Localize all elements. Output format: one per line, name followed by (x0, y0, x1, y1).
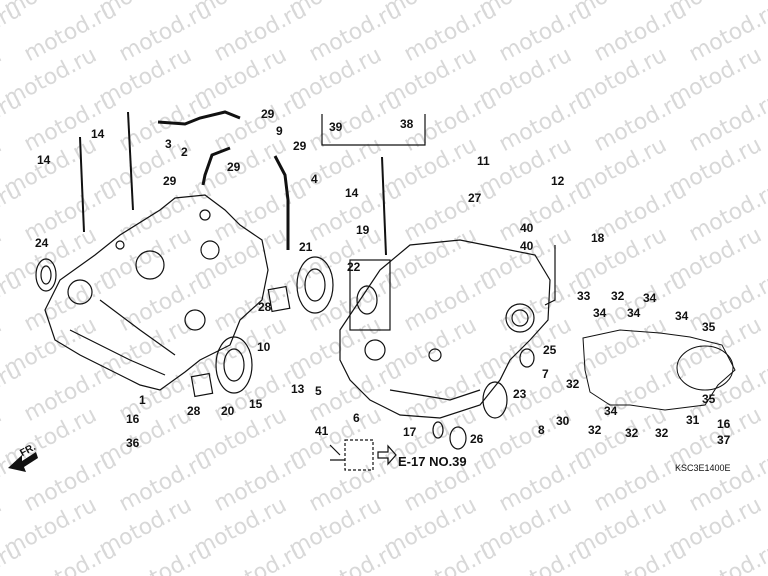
part-callout-9[interactable]: 9 (276, 124, 283, 138)
part-callout-21[interactable]: 21 (299, 240, 313, 254)
left-crankcase-half (44, 194, 269, 391)
crankcase-cover (582, 329, 736, 411)
part-callout-32[interactable]: 32 (566, 377, 580, 391)
part-callout-14[interactable]: 14 (345, 186, 359, 200)
part-callout-2[interactable]: 2 (181, 145, 188, 159)
part-callout-22[interactable]: 22 (347, 260, 361, 274)
part-callout-28[interactable]: 28 (258, 300, 272, 314)
part-callout-23[interactable]: 23 (513, 387, 527, 401)
part-callout-31[interactable]: 31 (686, 413, 700, 427)
part-callout-41[interactable]: 41 (315, 424, 329, 438)
part-callout-18[interactable]: 18 (591, 231, 605, 245)
part-callout-36[interactable]: 36 (126, 436, 140, 450)
part-callout-4[interactable]: 4 (311, 172, 318, 186)
part-callout-40[interactable]: 40 (520, 221, 534, 235)
part-callout-40[interactable]: 40 (520, 239, 534, 253)
part-callout-3[interactable]: 3 (165, 137, 172, 151)
part-callout-6[interactable]: 6 (353, 411, 360, 425)
part-callout-29[interactable]: 29 (261, 107, 275, 121)
part-callout-37[interactable]: 37 (717, 433, 731, 447)
part-callout-8[interactable]: 8 (538, 423, 545, 437)
part-callout-30[interactable]: 30 (556, 414, 570, 428)
part-callout-19[interactable]: 19 (356, 223, 370, 237)
part-callout-13[interactable]: 13 (291, 382, 305, 396)
part-callout-11[interactable]: 11 (477, 154, 490, 168)
part-callout-5[interactable]: 5 (315, 384, 322, 398)
part-callout-32[interactable]: 32 (655, 426, 669, 440)
part-callout-27[interactable]: 27 (468, 191, 482, 205)
part-callout-29[interactable]: 29 (293, 139, 307, 153)
diagram-code: KSC3E1400E (675, 463, 731, 473)
bearings-seals (35, 256, 535, 450)
front-direction-arrow (8, 452, 38, 472)
part-callout-24[interactable]: 24 (35, 236, 49, 250)
part-callout-32[interactable]: 32 (588, 423, 602, 437)
part-callout-34[interactable]: 34 (675, 309, 689, 323)
part-callout-25[interactable]: 25 (543, 343, 557, 357)
breather-hoses (157, 110, 290, 250)
part-callout-1[interactable]: 1 (139, 393, 146, 407)
part-callout-38[interactable]: 38 (400, 117, 414, 131)
part-callout-35[interactable]: 35 (702, 320, 716, 334)
part-callout-28[interactable]: 28 (187, 404, 201, 418)
part-callout-7[interactable]: 7 (542, 367, 549, 381)
part-callout-32[interactable]: 32 (625, 426, 639, 440)
part-callout-34[interactable]: 34 (627, 306, 641, 320)
part-callout-16[interactable]: 16 (126, 412, 140, 426)
part-callout-12[interactable]: 12 (551, 174, 565, 188)
part-callout-20[interactable]: 20 (221, 404, 235, 418)
stud-bolts (79, 111, 387, 256)
part-callout-17[interactable]: 17 (403, 425, 417, 439)
right-crankcase-half (339, 239, 551, 419)
part-callout-29[interactable]: 29 (227, 160, 241, 174)
part-callout-34[interactable]: 34 (643, 291, 657, 305)
part-callout-10[interactable]: 10 (257, 340, 271, 354)
part-callout-26[interactable]: 26 (470, 432, 484, 446)
part-callout-16[interactable]: 16 (717, 417, 731, 431)
part-callout-34[interactable]: 34 (604, 404, 618, 418)
part-callout-29[interactable]: 29 (163, 174, 177, 188)
group-brackets (321, 114, 556, 471)
part-callout-34[interactable]: 34 (593, 306, 607, 320)
reference-note[interactable]: E-17 NO.39 (398, 454, 467, 469)
part-callout-39[interactable]: 39 (329, 120, 343, 134)
part-callout-32[interactable]: 32 (611, 289, 625, 303)
part-callout-14[interactable]: 14 (91, 127, 105, 141)
part-callout-15[interactable]: 15 (249, 397, 263, 411)
part-callout-33[interactable]: 33 (577, 289, 591, 303)
part-callout-14[interactable]: 14 (37, 153, 51, 167)
reference-arrow (377, 444, 397, 466)
part-callout-35[interactable]: 35 (702, 392, 716, 406)
